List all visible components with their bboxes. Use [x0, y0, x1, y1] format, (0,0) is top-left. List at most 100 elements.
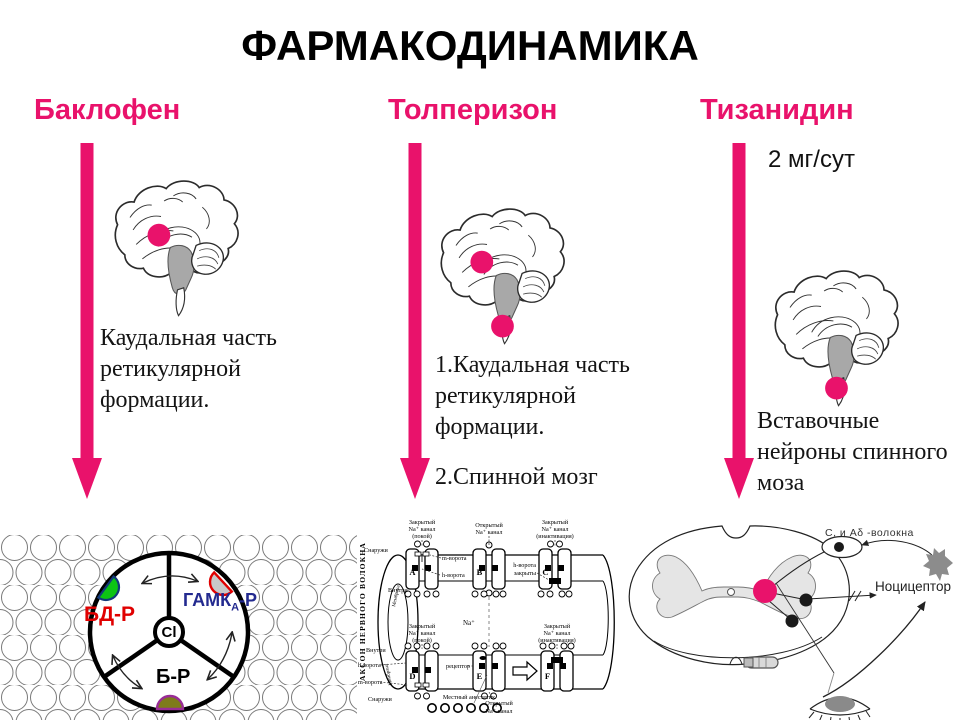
- arrow-shaft: [408, 143, 422, 460]
- label-open-2: Открытый: [485, 700, 513, 707]
- down-arrow-tizanidine: [724, 143, 754, 499]
- gaba-receptor-svg: Cl: [0, 535, 357, 720]
- arrow-head: [400, 458, 430, 499]
- gaba-receptor-diagram: Cl ГАМКА-Р БД-Р Б-Р: [0, 535, 357, 720]
- label-h-gate-2: h-ворота: [358, 662, 381, 669]
- na-channel-B: B: [472, 541, 506, 597]
- membrane-label-bottom: Мембрана: [384, 662, 394, 685]
- nociceptor-label: Ноцицептор: [875, 579, 951, 594]
- label-inside-top: Внутри: [388, 587, 408, 594]
- charge-circles: [404, 540, 575, 700]
- svg-text:закрыты: закрыты: [514, 570, 537, 577]
- anesthetic-leader: [473, 674, 488, 704]
- note-tolperisone-1: 1.Каудальная часть ретикулярной формации…: [435, 352, 630, 441]
- na-ion-label: Na⁺: [463, 619, 475, 627]
- label-h-closed: h-ворота: [513, 562, 536, 569]
- note-baclofen: Каудальная часть ретикулярной формации.: [100, 325, 277, 414]
- label-m-gate: m-ворота: [442, 555, 467, 562]
- label-outside-bottom: Снаружи: [368, 696, 392, 703]
- barbiturate-site: [155, 694, 185, 711]
- target-dot-midbrain: [147, 223, 171, 247]
- eye-receptor: [808, 696, 871, 720]
- slide-title: ФАРМАКОДИНАМИКА: [241, 22, 699, 69]
- arrow-head: [724, 458, 754, 499]
- fiber-path: [861, 539, 933, 556]
- break-mark-2: [854, 590, 862, 602]
- ventral-fissure: [729, 656, 743, 665]
- label-receptor: рецептор: [446, 663, 470, 670]
- channel-letter: C: [542, 567, 548, 577]
- axon-svg: АКСОН НЕРВНОГО ВОЛОКНА Мембрана Мембрана: [358, 519, 615, 715]
- neuron-dot-1: [799, 593, 813, 607]
- axon-side-label: АКСОН НЕРВНОГО ВОЛОКНА: [358, 542, 367, 681]
- na-channel-E: E: [472, 650, 506, 692]
- interneuron-link-2: [767, 599, 791, 620]
- chloride-channel: [153, 616, 185, 648]
- label-anesthetic: Местный анестетик: [443, 694, 496, 701]
- target-dot-spinal-cord: [825, 376, 848, 400]
- label-h-gate: h-ворота: [442, 572, 465, 579]
- neuron-dot-2: [785, 614, 799, 628]
- down-arrow-baclofen: [72, 143, 102, 499]
- bd-receptor-label: БД-Р: [84, 603, 136, 626]
- channel-letter: B: [477, 567, 483, 577]
- rotation-arrows: [113, 576, 232, 688]
- membrane-cap-inner: [387, 583, 409, 661]
- benzodiazepine-site: [96, 574, 121, 602]
- axon-sodium-channel-diagram: АКСОН НЕРВНОГО ВОЛОКНА Мембрана Мембрана: [356, 515, 630, 720]
- break-mark-1: [848, 590, 856, 602]
- label-closed-rest-2: Закрытый: [409, 623, 436, 630]
- dose-label: 2 мг/сут: [768, 146, 855, 173]
- nociceptor-star: [923, 548, 953, 581]
- spinal-cord-diagram: С, и Аδ -волокна Ноцицептор: [618, 505, 960, 720]
- efferent-diagonal: [775, 582, 835, 674]
- arrow-head: [72, 458, 102, 499]
- note-tizanidine: Вставочные нейроны спинного моза: [757, 408, 948, 497]
- interneuron-dot: [753, 579, 777, 603]
- svg-text:(покой): (покой): [412, 637, 432, 644]
- target-dot-spinal-cord: [491, 314, 514, 338]
- label-closed-inact-2: Закрытый: [544, 623, 571, 630]
- muscle-pill: [743, 656, 779, 669]
- label-outside-top: Снаружи: [364, 547, 388, 554]
- channel-letter: E: [477, 671, 483, 681]
- na-channel-C: C: [538, 548, 572, 590]
- arrow-shaft: [80, 143, 94, 460]
- b-receptor-label: Б-Р: [156, 666, 191, 688]
- label-closed-rest: Закрытый: [409, 519, 436, 526]
- na-channel-A: A: [405, 548, 439, 590]
- channel-letter: F: [545, 671, 550, 681]
- svg-text:(покой): (покой): [412, 533, 432, 540]
- na-channel-F: F: [540, 650, 574, 692]
- anesthetic-molecules: [427, 703, 503, 714]
- reflex-arrow: [822, 601, 926, 698]
- na-channel-D: D: [405, 650, 439, 692]
- gaba-receptor-label: ГАМКА-Р: [183, 590, 258, 614]
- eye-connector: [827, 672, 835, 694]
- brain-figure-tolperisone: [440, 208, 565, 345]
- target-dot-midbrain: [470, 250, 494, 274]
- label-m-gate-2: m-ворота: [358, 679, 383, 686]
- spinal-svg: С, и Аδ -волокна Ноцицептор: [628, 525, 953, 720]
- svg-text:Na⁺ канал: Na⁺ канал: [486, 708, 513, 715]
- svg-text:Na⁺ канал: Na⁺ канал: [476, 529, 503, 536]
- gaba-site: [208, 570, 234, 597]
- svg-text:Na⁺ канал: Na⁺ канал: [409, 526, 436, 533]
- channel-letter: A: [409, 567, 416, 577]
- state-transition-arrow: [512, 660, 538, 682]
- brain-figure-baclofen: [114, 180, 239, 317]
- down-arrow-tolperisone: [400, 143, 430, 499]
- svg-text:Na⁺ канал: Na⁺ канал: [544, 630, 571, 637]
- label-leaders: [379, 536, 558, 702]
- channel-letter: D: [409, 671, 415, 681]
- label-closed-inact: Закрытый: [542, 519, 569, 526]
- chloride-label: Cl: [162, 624, 177, 641]
- fibers-label: С, и Аδ -волокна: [825, 527, 914, 539]
- label-open: Открытый: [475, 522, 503, 529]
- membrane-label-top: Мембрана: [392, 584, 402, 607]
- svg-text:Na⁺ канал: Na⁺ канал: [542, 526, 569, 533]
- ganglion-dot: [834, 542, 844, 552]
- central-canal: [727, 588, 735, 596]
- note-tolperisone-2: 2.Спинной мозг: [435, 464, 598, 490]
- eye-iris: [825, 696, 855, 712]
